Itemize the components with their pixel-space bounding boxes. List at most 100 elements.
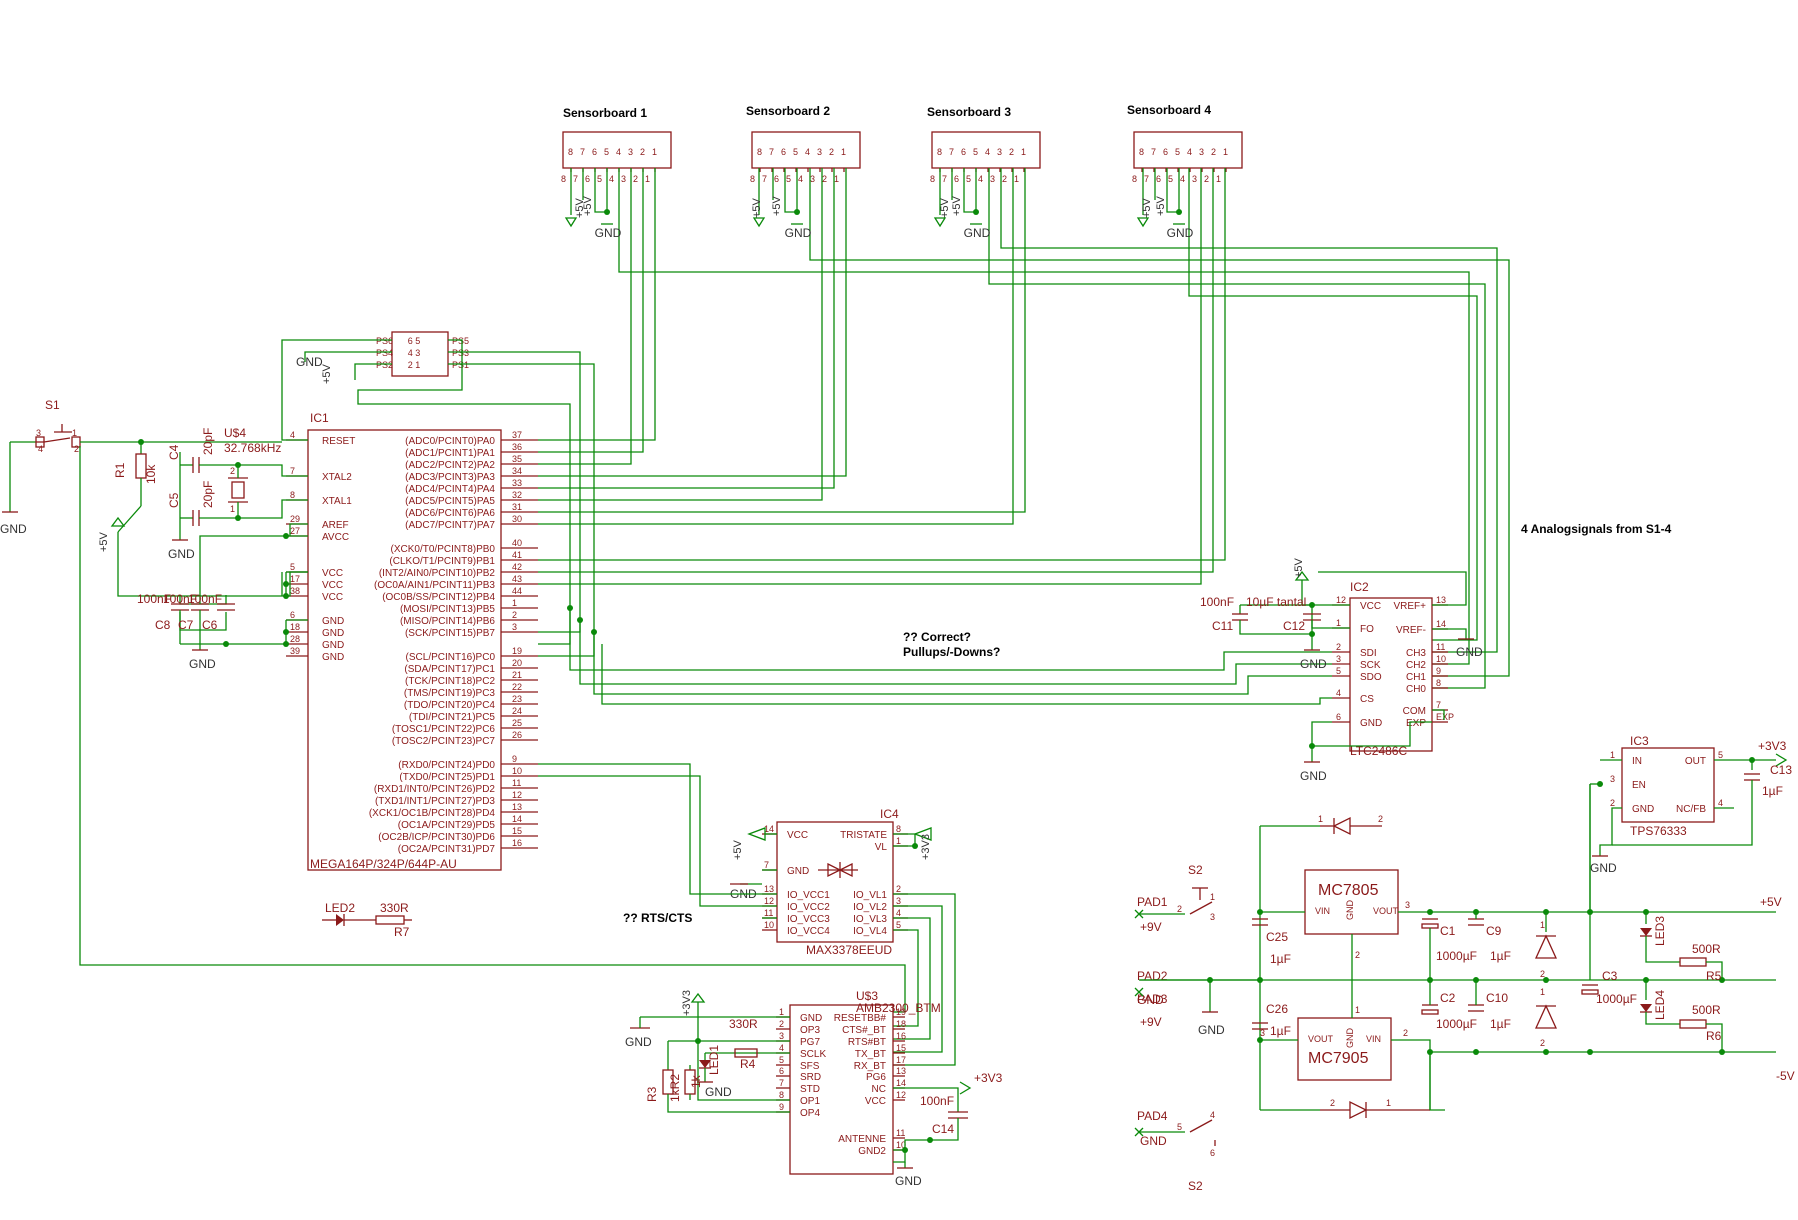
annotation-sensorboard-3: Sensorboard 3: [927, 105, 1011, 119]
svg-text:GND: GND: [1345, 1028, 1355, 1049]
connector-pin-number: 8: [1132, 174, 1137, 184]
ic4-pin-number: 7: [764, 860, 769, 870]
svg-text:330R: 330R: [729, 1017, 758, 1031]
ic2-pin-number: 10: [1436, 654, 1446, 664]
ic2-pin-number: 1: [1336, 618, 1341, 628]
svg-text:C4: C4: [167, 444, 181, 460]
connector-pin-label: 8: [568, 147, 573, 157]
svg-text:R7: R7: [394, 925, 410, 939]
ic2-pin-name: CH3: [1406, 648, 1426, 659]
connector-pin-number: 2: [1002, 174, 1007, 184]
svg-text:GND: GND: [1300, 769, 1327, 783]
svg-text:+3V3: +3V3: [1758, 739, 1787, 753]
svg-text:C9: C9: [1486, 924, 1502, 938]
ic1-pin-name: (ADC7/PCINT7)PA7: [405, 520, 495, 531]
ic1-pin-number: 17: [290, 574, 300, 584]
svg-text:1µF: 1µF: [1490, 949, 1511, 963]
connector-pin-label: 7: [580, 147, 585, 157]
ic1-pin-name: (OC2A/PCINT31)PD7: [398, 844, 496, 855]
svg-text:2: 2: [1540, 1038, 1545, 1048]
u3-pin-number: 1: [779, 1007, 784, 1017]
u3-pin-number: 11: [896, 1128, 905, 1138]
u3-pin-name: CTS#_BT: [842, 1025, 886, 1036]
ic1-pin-name: (ADC3/PCINT3)PA3: [405, 472, 495, 483]
svg-text:2: 2: [1378, 814, 1383, 824]
annotation-analog-signals: 4 Analogsignals from S1-4: [1521, 522, 1672, 536]
ic1-pin-number: 18: [290, 622, 300, 632]
u3-pin-number: 17: [896, 1055, 906, 1065]
svg-text:C13: C13: [1770, 763, 1792, 777]
ic2-pin-number: 2: [1336, 642, 1341, 652]
connector-pin-number: 8: [930, 174, 935, 184]
svg-text:100nF: 100nF: [188, 592, 222, 606]
ic1-pin-name: (XCK0/T0/PCINT8)PB0: [391, 544, 496, 555]
connector-pin-label: 4: [805, 147, 810, 157]
ic1-pin-name: (ADC6/PCINT6)PA6: [405, 508, 495, 519]
svg-text:GND: GND: [1345, 900, 1355, 921]
connector-pin-label: 7: [1151, 147, 1156, 157]
ic2-pin-name: SDO: [1360, 672, 1382, 683]
ic1-pin-name: AREF: [322, 520, 349, 531]
svg-text:R1: R1: [113, 462, 127, 478]
ic1-pin-name: XTAL1: [322, 496, 352, 507]
connector-pin-label: 4: [616, 147, 621, 157]
svg-text:500R: 500R: [1692, 1003, 1721, 1017]
connector-pin-number: 2: [822, 174, 827, 184]
ic1-pin-number: 6: [290, 610, 295, 620]
svg-text:C10: C10: [1486, 991, 1508, 1005]
ic1-pin-number: 2: [512, 610, 517, 620]
u3-pin-number: 8: [779, 1090, 784, 1100]
ic1-pin-number: 43: [512, 574, 522, 584]
ic1-pin-name: RESET: [322, 436, 355, 447]
svg-text:1: 1: [1318, 814, 1323, 824]
ic2-pin-name: CS: [1360, 694, 1374, 705]
connector-pin-number: 6: [1156, 174, 1161, 184]
ic1-pin-name: (MISO/PCINT14)PB6: [400, 616, 495, 627]
u3-pin-name: GND2: [858, 1146, 886, 1157]
ic1-left-pins: 4RESET7XTAL28XTAL129AREF27AVCC5VCC17VCC3…: [286, 430, 355, 663]
svg-text:+5V: +5V: [951, 195, 963, 216]
svg-text:PAD4: PAD4: [1137, 1109, 1168, 1123]
ic2-pin-name: CH0: [1406, 684, 1426, 695]
u3-pin-name: SCLK: [800, 1049, 826, 1060]
svg-text:100nF: 100nF: [920, 1094, 954, 1108]
svg-text:U$3: U$3: [856, 989, 878, 1003]
u3-pin-number: 7: [779, 1078, 784, 1088]
svg-text:1µF: 1µF: [1490, 1017, 1511, 1031]
connector-pin-label: 1: [1223, 147, 1228, 157]
svg-text:GND: GND: [1140, 1134, 1167, 1148]
ic1-pin-name: GND: [322, 652, 344, 663]
ic1-pin-number: 33: [512, 478, 522, 488]
u3-pin-number: 5: [779, 1055, 784, 1065]
svg-text:PAD2: PAD2: [1137, 969, 1168, 983]
svg-text:GND: GND: [964, 226, 991, 240]
svg-text:LED4: LED4: [1653, 990, 1667, 1020]
connector-pin-label: 2: [1211, 147, 1216, 157]
svg-text:AMB2300_BTM: AMB2300_BTM: [856, 1001, 941, 1015]
ic1-pin-number: 42: [512, 562, 522, 572]
ic2-pin-name: EXP: [1406, 718, 1426, 729]
spi-bus: [567, 605, 1332, 705]
annotation-sensorboard-4: Sensorboard 4: [1127, 103, 1211, 117]
svg-text:GND: GND: [168, 547, 195, 561]
svg-text:S2: S2: [1188, 863, 1203, 877]
connector-pin-label: 2: [640, 147, 645, 157]
svg-text:IC3: IC3: [1630, 734, 1649, 748]
ic1-pin-name: GND: [322, 616, 344, 627]
ic2-pin-number: EXP: [1436, 712, 1454, 722]
svg-text:1µF: 1µF: [1270, 952, 1291, 966]
ic1-pin-number: 27: [290, 526, 300, 536]
svg-text:VOUT: VOUT: [1373, 906, 1399, 916]
ic4-pin-number: 14: [764, 824, 774, 834]
ic1-pin-number: 31: [512, 502, 522, 512]
u3-pin-name: OP1: [800, 1096, 820, 1107]
connector-pin-number: 5: [966, 174, 971, 184]
svg-text:C7: C7: [178, 618, 194, 632]
connector-pin-number: 4: [1180, 174, 1185, 184]
connector-pin-number: 8: [561, 174, 566, 184]
svg-text:LED1: LED1: [707, 1045, 721, 1075]
